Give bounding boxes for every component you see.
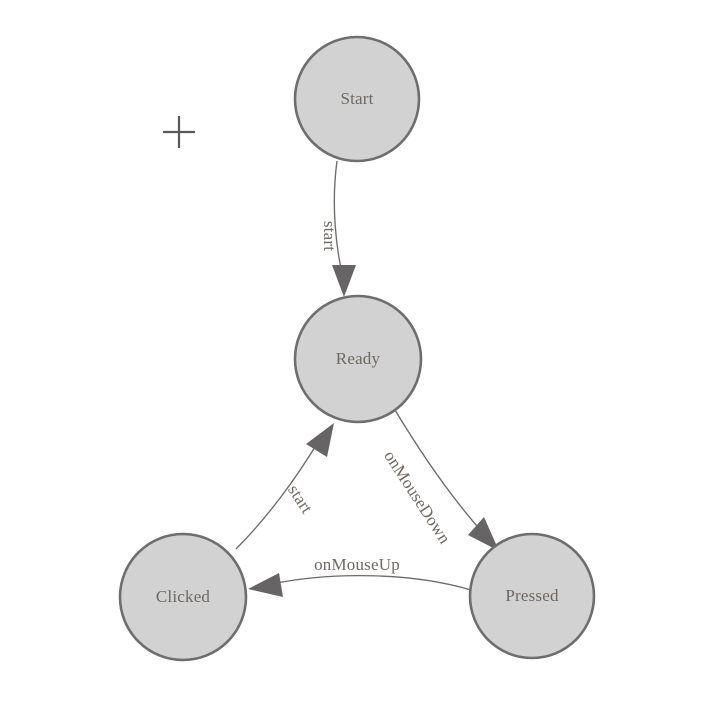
edge-path-ready-to-pressed[interactable] — [391, 404, 484, 534]
node-start-label: Start — [340, 89, 373, 108]
edge-clicked-to-ready[interactable]: start — [235, 423, 334, 550]
node-pressed-label: Pressed — [505, 586, 559, 605]
edge-pressed-to-clicked[interactable]: onMouseUp — [248, 555, 472, 597]
node-ready-label: Ready — [336, 349, 381, 368]
edge-start-to-ready[interactable]: start — [320, 160, 356, 297]
arrowhead-ready-to-pressed — [468, 517, 499, 551]
node-clicked-circle[interactable] — [118, 532, 248, 662]
arrowhead-pressed-to-clicked — [248, 573, 283, 597]
node-pressed-circle[interactable] — [468, 532, 596, 660]
node-ready-circle[interactable] — [293, 294, 423, 424]
node-ready[interactable]: Ready — [293, 294, 423, 424]
edge-path-clicked-to-ready[interactable] — [235, 441, 319, 550]
node-pressed[interactable]: Pressed — [468, 532, 596, 660]
edge-path-pressed-to-clicked[interactable] — [271, 574, 472, 591]
edge-label-ready-to-pressed: onMouseDown — [380, 447, 454, 547]
edge-label-start-to-ready: start — [320, 221, 339, 251]
node-clicked-label: Clicked — [156, 587, 211, 606]
node-start-circle[interactable] — [293, 35, 421, 163]
edge-path-start-to-ready[interactable] — [333, 160, 344, 279]
edge-ready-to-pressed[interactable]: onMouseDown — [380, 404, 499, 551]
nodes-layer: Start Ready Clicked Pressed — [118, 35, 596, 662]
node-clicked[interactable]: Clicked — [118, 532, 248, 662]
plus-marker-icon[interactable] — [163, 116, 195, 148]
edge-label-pressed-to-clicked: onMouseUp — [314, 555, 400, 574]
node-start[interactable]: Start — [293, 35, 421, 163]
arrowhead-clicked-to-ready — [306, 423, 334, 457]
arrowhead-start-to-ready — [332, 265, 356, 297]
